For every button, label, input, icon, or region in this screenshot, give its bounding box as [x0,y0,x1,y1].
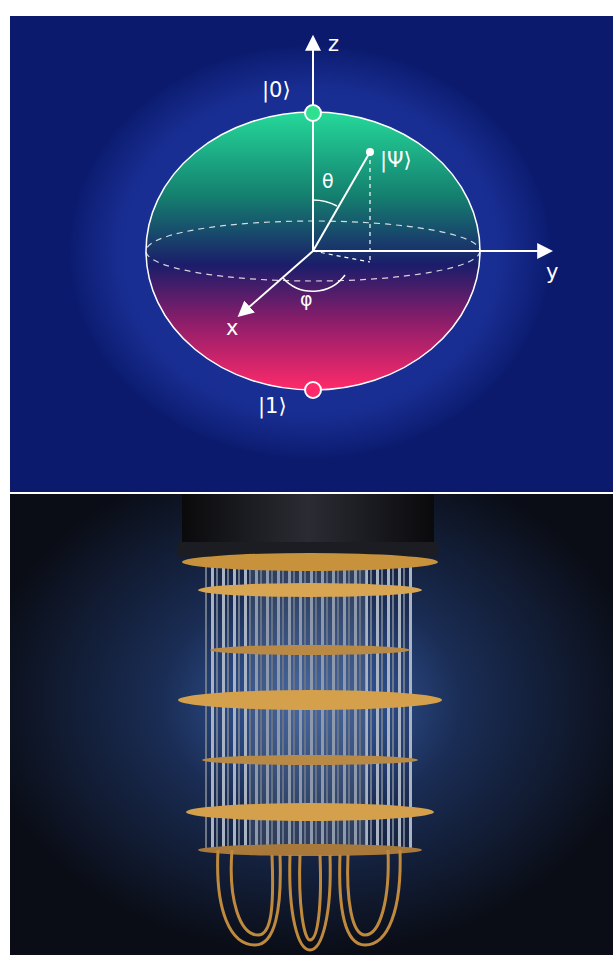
state-label: |Ψ⟩ [380,150,412,171]
axis-label: x [226,318,238,339]
axis-label: z [328,34,339,55]
state-label: |0⟩ [262,80,291,101]
angle-label: φ [300,290,313,309]
state-label: |1⟩ [258,396,287,417]
angle-label: θ [322,172,334,191]
axis-label: y [546,262,558,283]
